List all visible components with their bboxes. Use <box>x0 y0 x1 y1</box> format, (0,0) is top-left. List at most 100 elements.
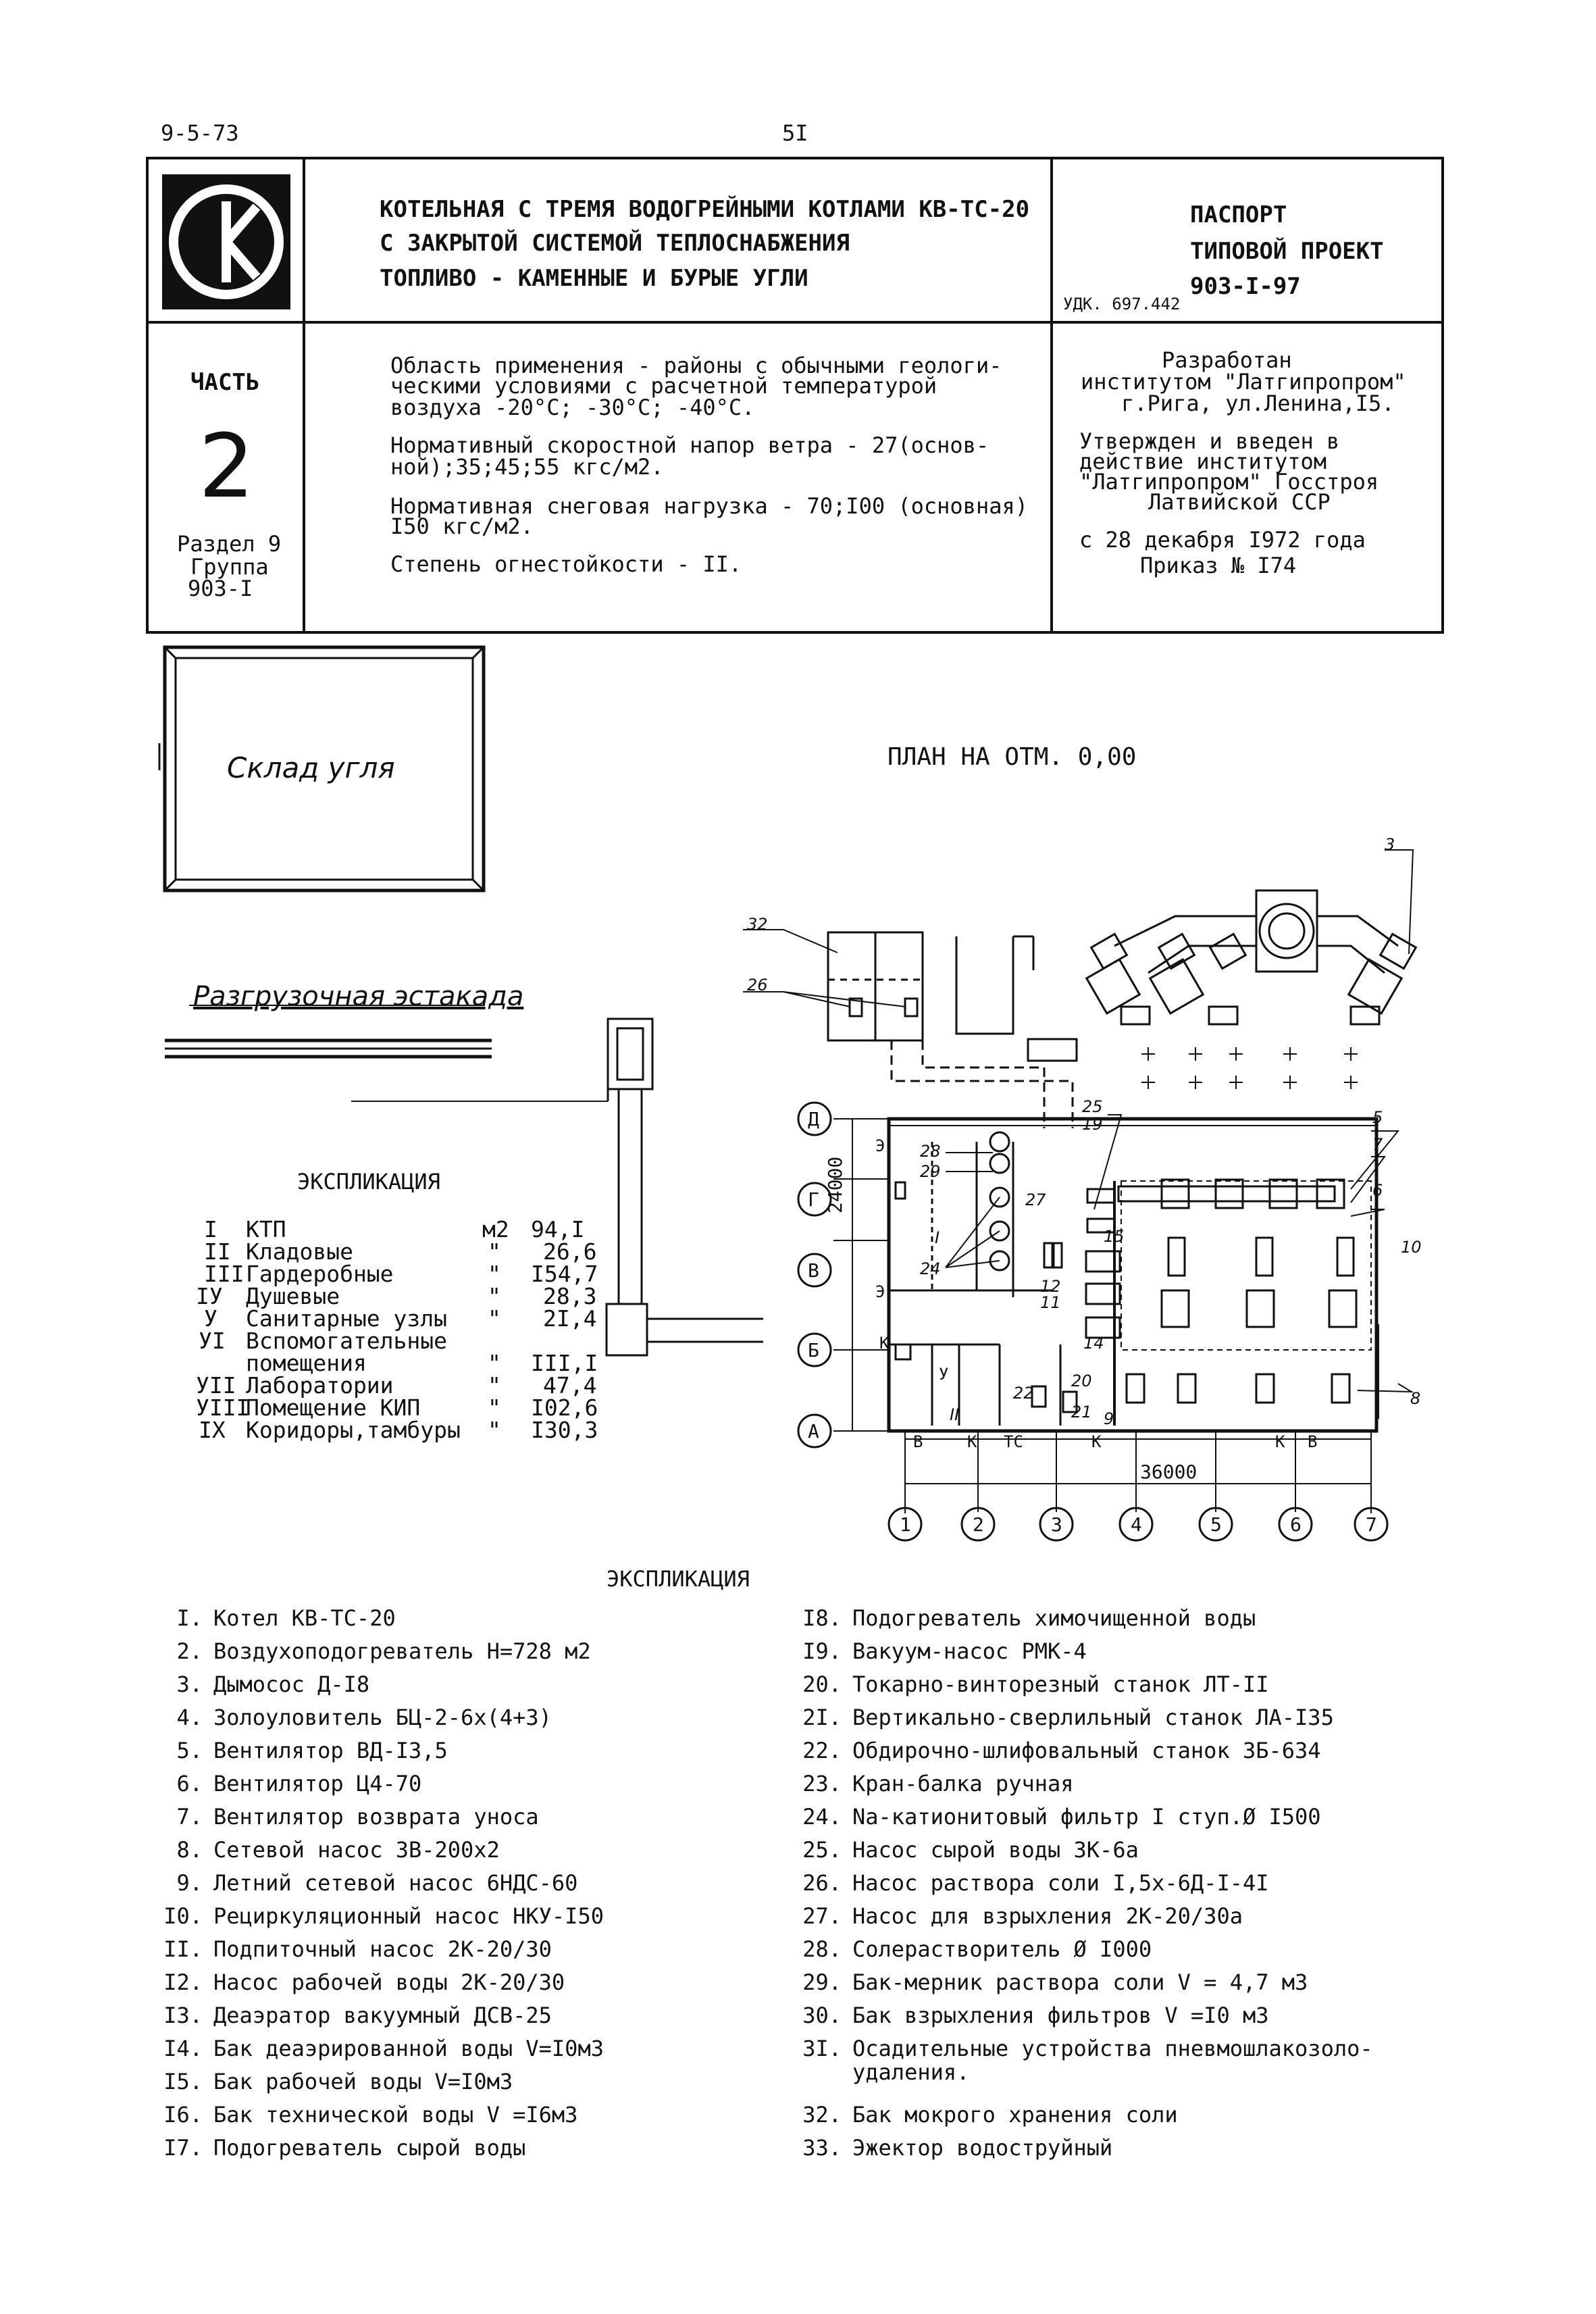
rooms-row-unit: " <box>488 1283 501 1309</box>
developer-line-4: Утвержден и введен в <box>1079 428 1340 454</box>
rooms-row-name: Кладовые <box>246 1238 353 1265</box>
plan-title: ПЛАН НА ОТМ. 0,00 <box>887 743 1137 771</box>
equipment-list-right: I8.Подогреватель химочищенной воды I9. Ва… <box>788 1605 1530 2173</box>
list-item-text: Подогреватель сырой воды <box>213 2135 526 2161</box>
list-item-text: Насос раствора соли I,5х-6Д-I-4I <box>852 1870 1269 1896</box>
callout-room-i: I <box>935 1228 940 1247</box>
top-conveyor <box>1117 1178 1345 1209</box>
list-item-number: 5. <box>176 1738 203 1763</box>
axis-number-2: 2 <box>973 1513 984 1536</box>
document-code: 9-5-73 <box>161 120 239 146</box>
list-item-number: I5. <box>163 2069 203 2094</box>
list-item: I8.Подогреватель химочищенной воды <box>788 1605 1530 1638</box>
list-item-text: Вертикально-сверлильный станок ЛА-I35 <box>852 1705 1334 1730</box>
axis-letter-d: Д <box>808 1108 819 1130</box>
list-item-text: Вентилятор ВД-I3,5 <box>213 1738 448 1763</box>
list-item: 32. Бак мокрого хранения соли <box>788 2102 1530 2135</box>
list-item: 3.Дымосос Д-I8 <box>149 1671 824 1705</box>
callout-10: 10 <box>1401 1238 1422 1257</box>
coal-store-label: Склад угля <box>227 751 395 784</box>
rooms-row-unit: " <box>488 1261 501 1287</box>
boilers <box>1043 1188 1358 1339</box>
callout-29: 29 <box>920 1162 941 1181</box>
list-item-number: 3I. <box>802 2036 842 2061</box>
list-item-number: 9. <box>176 1870 203 1896</box>
salt-storage-tanks <box>827 931 1078 1128</box>
callout-27: 27 <box>1025 1190 1046 1209</box>
list-item-text: Бак мокрого хранения соли <box>852 2102 1178 2128</box>
room-label-u: У <box>939 1365 949 1384</box>
axis-letter-g: Г <box>808 1188 819 1211</box>
list-item-number: 7. <box>176 1804 203 1830</box>
list-item-number: 29. <box>802 1969 842 1995</box>
list-item-text: Насос сырой воды 3К-6а <box>852 1837 1139 1863</box>
network-pumps <box>1031 1373 1351 1413</box>
list-item-text: Воздухоподогреватель Н=728 м2 <box>213 1638 591 1664</box>
callout-11: 11 <box>1040 1293 1061 1312</box>
list-item: I7.Подогреватель сырой воды <box>149 2135 824 2168</box>
list-item: 33.Эжектор водоструйный <box>788 2135 1530 2168</box>
dimensions <box>838 1118 1372 1513</box>
sk-logo <box>162 174 290 309</box>
callout-12: 12 <box>1040 1277 1061 1296</box>
equipment-explication-title: ЭКСПЛИКАЦИЯ <box>607 1566 750 1592</box>
list-item-text: Подогреватель химочищенной воды <box>852 1605 1256 1631</box>
list-item: 4.Золоуловитель БЦ-2-6х(4+3) <box>149 1705 824 1738</box>
developer-line-3: г.Рига, ул.Ленина,I5. <box>1121 391 1395 416</box>
callout-25: 25 <box>1082 1097 1103 1116</box>
rooms-row-name: Санитарные узлы <box>246 1305 448 1332</box>
room-label-k-side: К <box>879 1334 890 1353</box>
sk-logo-graphic <box>169 184 284 299</box>
callout-leaders <box>743 849 1414 1393</box>
list-item-text: Золоуловитель БЦ-2-6х(4+3) <box>213 1705 552 1730</box>
callout-6: 6 <box>1372 1181 1383 1200</box>
room-label-e-2: Э <box>875 1282 885 1301</box>
developer-line-5: действие институтом <box>1079 449 1327 474</box>
rooms-row-unit: " <box>488 1372 501 1399</box>
description-line-7: I50 кгс/м2. <box>390 513 534 539</box>
list-item: I4.Бак деаэрированной воды V=I0м3 <box>149 2036 824 2069</box>
rooms-row-value: 28,3 <box>543 1283 597 1309</box>
room-label-v-right: В <box>1308 1432 1318 1451</box>
list-item-text: Летний сетевой насос 6НДС-60 <box>213 1870 578 1896</box>
list-item-text: Котел КВ-ТС-20 <box>213 1605 396 1631</box>
list-item-number: I9. <box>802 1638 842 1664</box>
list-item-text: Бак-мерник раствора соли V = 4,7 м3 <box>852 1969 1308 1995</box>
page-number: 5I <box>782 120 808 146</box>
rooms-explication-title: ЭКСПЛИКАЦИЯ <box>297 1169 440 1194</box>
list-item-number: 32. <box>802 2102 842 2128</box>
title-line-3: ТОПЛИВО - КАМЕННЫЕ И БУРЫЕ УГЛИ <box>380 265 808 292</box>
equipment-list-left: I.Котел КВ-ТС-20 2.Воздухоподогреватель … <box>149 1605 824 2173</box>
room-label-k-1: К <box>967 1432 977 1451</box>
boiler-house-building <box>887 1117 1379 1433</box>
list-item: I9. Вакуум-насос РМК-4 <box>788 1638 1530 1671</box>
axis-number-4: 4 <box>1131 1513 1142 1536</box>
list-item-text: Вакуум-насос РМК-4 <box>852 1638 1087 1664</box>
callout-3: 3 <box>1385 835 1395 854</box>
rooms-row-value: III,I <box>531 1350 598 1376</box>
list-item-number: 23. <box>802 1771 842 1796</box>
list-item-text: Подпиточный насос 2К-20/30 <box>213 1936 552 1962</box>
list-item-text: Токарно-винторезный станок ЛТ-II <box>852 1671 1269 1697</box>
rooms-row-name: Помещение КИП <box>246 1394 421 1421</box>
rooms-row-unit: " <box>488 1305 501 1332</box>
callout-14: 14 <box>1083 1334 1104 1353</box>
list-item-text: Кран-балка ручная <box>852 1771 1074 1796</box>
list-item: 7.Вентилятор возврата уноса <box>149 1804 824 1837</box>
rooms-row-unit: " <box>488 1394 501 1421</box>
rooms-row-value: I02,6 <box>531 1394 598 1421</box>
passport-line-1: ПАСПОРТ <box>1190 201 1287 228</box>
list-item: 9. Летний сетевой насос 6НДС-60 <box>149 1870 824 1903</box>
part-label: ЧАСТЬ <box>190 369 260 396</box>
list-item-text: Обдирочно-шлифовальный станок 3Б-634 <box>852 1738 1321 1763</box>
rooms-row-unit: " <box>488 1417 501 1443</box>
udk-code: УДК. 697.442 <box>1063 295 1181 313</box>
developer-line-7: Латвийской ССР <box>1148 489 1331 515</box>
developer-line-8: с 28 декабря I972 года <box>1079 527 1366 553</box>
list-item: I5.Бак рабочей воды V=I0м3 <box>149 2069 824 2102</box>
list-item: 8.Сетевой насос 3В-200х2 <box>149 1837 824 1870</box>
list-item-number: 2. <box>176 1638 203 1664</box>
title-line-1: КОТЕЛЬНАЯ С ТРЕМЯ ВОДОГРЕЙНЫМИ КОТЛАМИ К… <box>380 196 1030 223</box>
rooms-row-unit: " <box>488 1238 501 1265</box>
list-item-number: 25. <box>802 1837 842 1863</box>
